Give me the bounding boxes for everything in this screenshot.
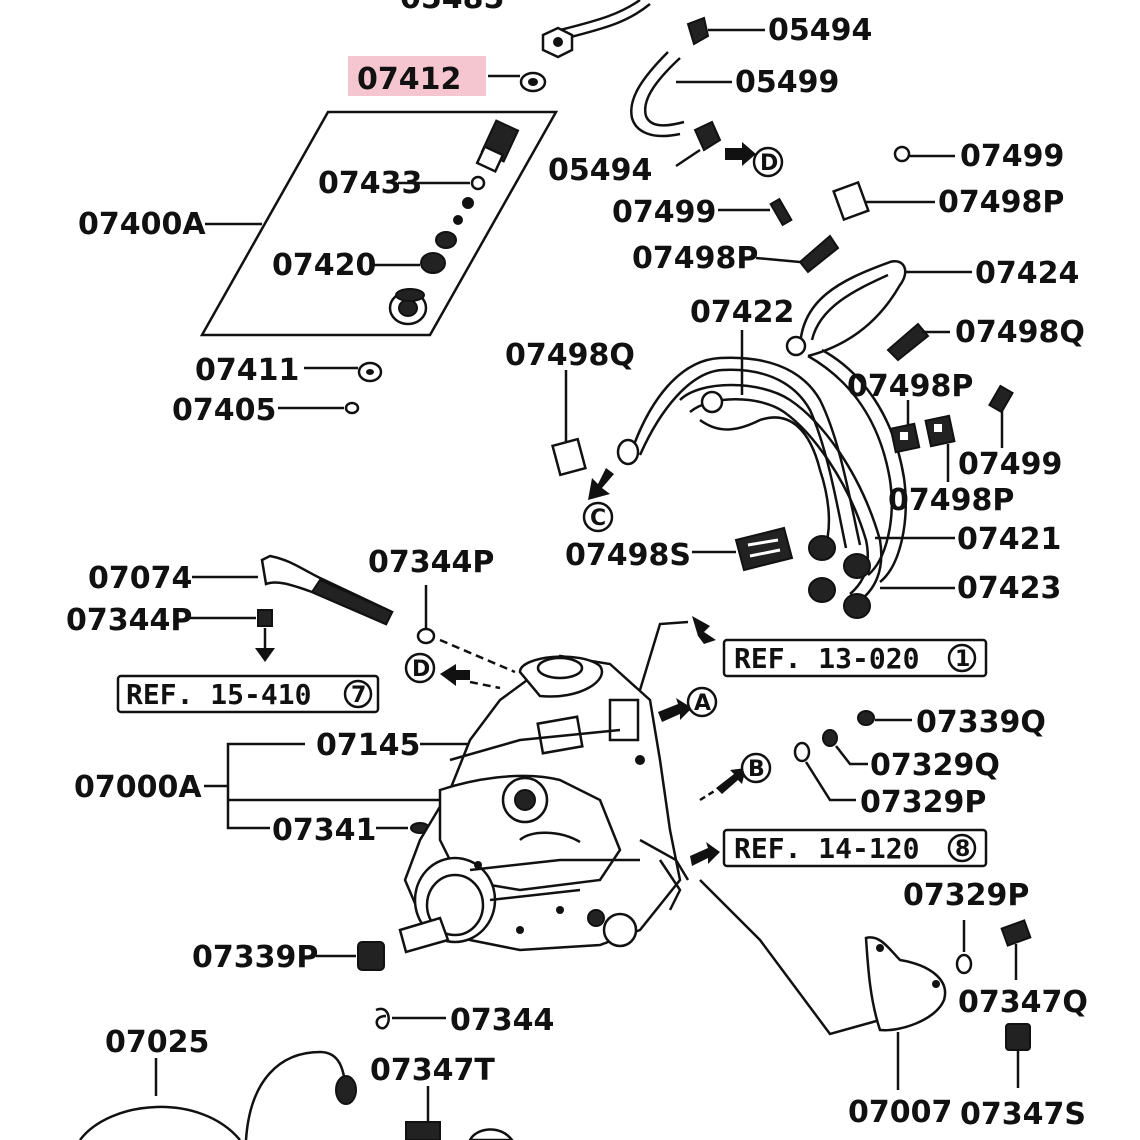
connector-A: [658, 686, 718, 722]
fasteners-right-bottom: [955, 919, 1032, 1088]
bolt-07499-mid: [718, 197, 793, 227]
label-07433: 07433: [318, 166, 422, 201]
connector-C: C: [590, 506, 606, 531]
connector-D-pump: [404, 638, 516, 690]
label-07329Q: 07329Q: [870, 748, 1000, 783]
label-07498P-mid: 07498P: [632, 241, 758, 276]
label-07344P-left: 07344P: [66, 603, 192, 638]
ref-15-410-text: REF. 15-410: [126, 678, 311, 711]
bracket-07007: [699, 879, 947, 1090]
connector-B-label: B: [748, 757, 765, 782]
ref-13-020-num: 1: [955, 647, 970, 672]
injector-parts: [374, 119, 520, 326]
label-07498P-lower: 07498P: [888, 483, 1014, 518]
connector-B: [699, 752, 772, 802]
clamp-07498P-top: [832, 180, 935, 222]
clip-07344: [375, 1007, 446, 1030]
label-07339P: 07339P: [192, 940, 318, 975]
label-07000A: 07000A: [74, 770, 202, 805]
clamp-07498P-mid: [755, 234, 840, 274]
connector-D-label: D: [412, 657, 430, 682]
label-07339Q: 07339Q: [916, 705, 1046, 740]
injection-pipes: [616, 260, 907, 619]
label-07498P-upper: 07498P: [847, 369, 973, 404]
connector-D-top: D: [760, 151, 778, 176]
label-07329P-upper: 07329P: [860, 785, 986, 820]
clip-05494-top: [686, 16, 765, 46]
ref-14-120: [690, 828, 988, 868]
label-07347S: 07347S: [960, 1097, 1086, 1132]
label-07074: 07074: [88, 561, 192, 596]
clamp-07498S: [692, 526, 794, 572]
ref-15-410: [116, 674, 380, 714]
label-07412: 07412: [357, 62, 461, 97]
ref-14-120-num: 8: [955, 837, 970, 862]
plug-07344P-mid: [416, 585, 436, 645]
label-07329P-lower: 07329P: [903, 878, 1029, 913]
wire-07025: [79, 1050, 357, 1140]
label-07499-top: 07499: [960, 139, 1064, 174]
label-07025: 07025: [105, 1025, 209, 1060]
label-07347T: 07347T: [370, 1053, 495, 1088]
label-07400A: 07400A: [78, 207, 206, 242]
clamp-07498Q-right: [886, 322, 950, 362]
label-07145: 07145: [316, 728, 420, 763]
nut-07339P: [316, 941, 385, 971]
highlight-07412: [348, 56, 486, 96]
ref-14-120-text: REF. 14-120: [734, 832, 919, 865]
clip-05494-lower: [675, 120, 784, 178]
label-07499-right: 07499: [958, 447, 1062, 482]
connector-A-label: A: [694, 691, 711, 716]
label-07498S: 07498S: [565, 538, 691, 573]
label-07498Q-left: 07498Q: [505, 338, 635, 373]
hose-05499: [630, 51, 732, 138]
washers-07411-07405: [278, 361, 383, 415]
label-07405: 07405: [172, 393, 276, 428]
label-07344: 07344: [450, 1003, 554, 1038]
clamp-07498Q-left: [551, 370, 614, 533]
label-05499: 05499: [735, 65, 839, 100]
top-pipe-fitting: [541, 0, 651, 59]
ref-13-020: [638, 616, 988, 691]
label-07007: 07007: [848, 1095, 952, 1130]
washer-07412: [488, 71, 547, 93]
bolt-07347T: [405, 1086, 514, 1140]
label-07498P-top: 07498P: [938, 185, 1064, 220]
label-07421: 07421: [957, 522, 1061, 557]
clamps-07498P-pair: [889, 384, 1014, 482]
bolt-07499-top: [893, 145, 955, 163]
nuts-right: [793, 710, 912, 802]
label-07411: 07411: [195, 353, 299, 388]
label-07422: 07422: [690, 295, 794, 330]
label-07344P-mid: 07344P: [368, 545, 494, 580]
plug-07344P-left: [190, 609, 275, 662]
label-07341: 07341: [272, 813, 376, 848]
label-07423: 07423: [957, 571, 1061, 606]
label-07499-mid: 07499: [612, 195, 716, 230]
ref-13-020-text: REF. 13-020: [734, 642, 919, 675]
label-05485: 05485: [400, 0, 504, 16]
label-07424: 07424: [975, 256, 1079, 291]
label-07347Q: 07347Q: [958, 985, 1088, 1020]
injector-box-07400A: [199, 110, 559, 337]
label-05494-lower: 05494: [548, 153, 652, 188]
label-07498Q-right: 07498Q: [955, 315, 1085, 350]
ref-15-410-num: 7: [351, 683, 366, 708]
label-05494-top: 05494: [768, 13, 872, 48]
injection-pump-body: [398, 654, 690, 954]
hose-07074: [192, 554, 394, 626]
label-07420: 07420: [272, 248, 376, 283]
